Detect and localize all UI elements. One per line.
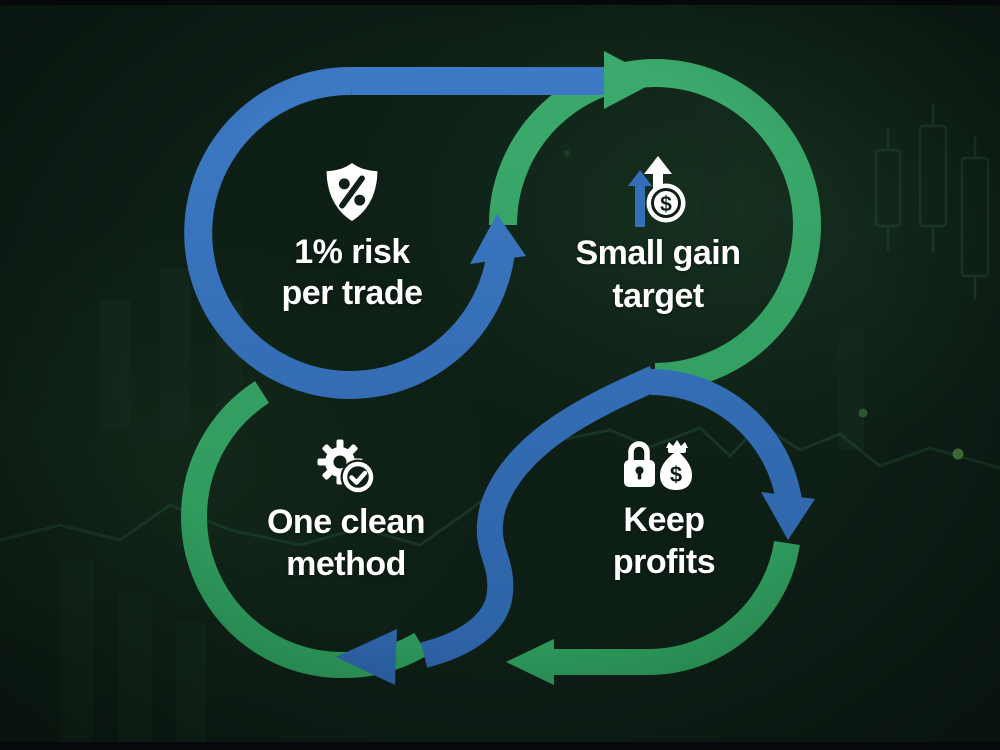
gain-arrows-coin-icon: $	[628, 156, 686, 227]
green-right-arrowhead	[604, 51, 659, 109]
step-method-label-line2: method	[286, 545, 406, 583]
background-candles-filled	[60, 80, 864, 742]
step-risk-label-line1: 1% risk	[294, 233, 410, 271]
step-risk	[323, 160, 381, 224]
step-gain: $	[620, 156, 692, 230]
bottom-letterbox-bar	[0, 742, 1000, 750]
step-profits-label-line1: Keep	[623, 501, 705, 539]
green-left-arrowhead	[506, 639, 554, 685]
top-right-ring-arc	[489, 59, 821, 391]
svg-text:$: $	[660, 193, 672, 216]
step-profits: $	[622, 436, 698, 498]
bottom-right-green-arc	[554, 540, 800, 675]
step-risk-label-line2: per trade	[281, 274, 424, 312]
gear-check-icon	[317, 439, 376, 495]
step-method	[316, 438, 386, 500]
top-letterbox-bar	[0, 0, 1000, 5]
step-profits-label-line2: profits	[612, 543, 716, 581]
background-glow-dots	[564, 150, 964, 460]
bottom-right-blue-arc	[650, 369, 802, 504]
blue-left-arrowhead	[336, 629, 397, 685]
shield-percent-icon	[326, 163, 378, 221]
background-candles-outline	[874, 104, 990, 300]
lock-moneybag-icon: $	[624, 440, 692, 490]
blue-up-arrowhead	[470, 214, 526, 264]
step-method-label-line1: One clean	[266, 503, 426, 541]
step-gain-label-line1: Small gain	[575, 234, 741, 272]
step-gain-label-line2: target	[612, 277, 704, 315]
center-s-connector	[420, 366, 661, 668]
blue-down-arrowhead	[761, 492, 815, 540]
svg-text:$: $	[670, 462, 682, 487]
top-left-ring-arc	[184, 66, 515, 399]
